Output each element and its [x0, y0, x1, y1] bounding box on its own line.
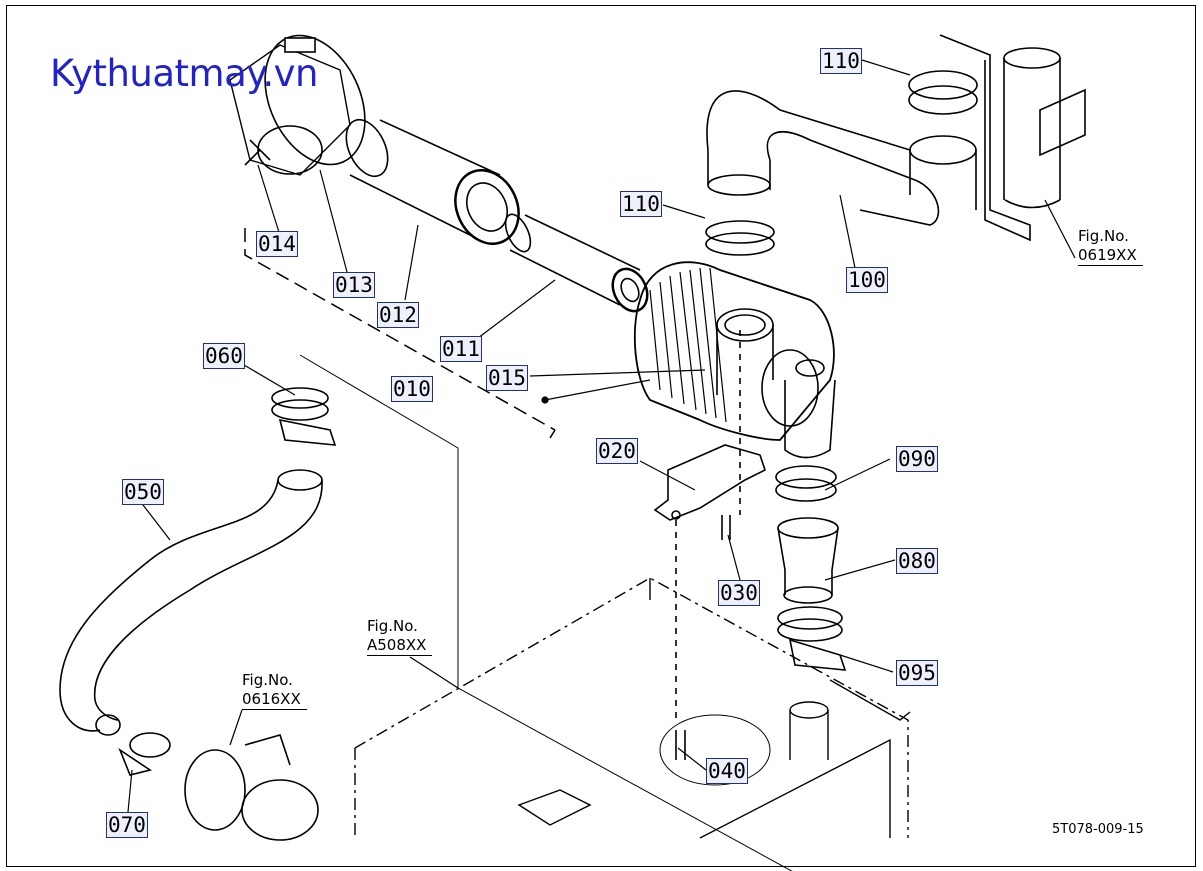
radiator-housing [299, 354, 911, 871]
part-label-014[interactable]: 014 [256, 231, 298, 257]
part-label-012[interactable]: 012 [377, 302, 419, 328]
figure-ref-a508xx[interactable]: Fig.No. A508XX [367, 617, 433, 656]
part-label-080[interactable]: 080 [896, 548, 938, 574]
outer-filter-element [345, 118, 520, 245]
part-label-060[interactable]: 060 [203, 343, 245, 369]
part-label-030[interactable]: 030 [718, 580, 760, 606]
figure-ref-0616xx[interactable]: Fig.No. 0616XX [242, 671, 307, 710]
air-cleaner-cover [229, 34, 366, 176]
pipe-bracket [939, 34, 1086, 242]
group-bracket-010 [244, 228, 556, 439]
engine-fragment [184, 734, 319, 841]
intake-pipe [705, 70, 978, 256]
radiator-hose [59, 469, 323, 736]
part-label-070[interactable]: 070 [106, 812, 148, 838]
figure-ref-number: 0616XX [242, 690, 307, 710]
part-label-090[interactable]: 090 [896, 446, 938, 472]
figure-ref-0619xx[interactable]: Fig.No. 0619XX [1078, 227, 1143, 266]
part-label-040[interactable]: 040 [706, 758, 748, 784]
part-label-110-lower[interactable]: 110 [620, 191, 662, 217]
part-label-050[interactable]: 050 [122, 479, 164, 505]
figure-ref-label: Fig.No. [1078, 227, 1129, 245]
drawing-code: 5T078-009-15 [1052, 822, 1144, 837]
part-label-010[interactable]: 010 [391, 376, 433, 402]
reducer-fitting [777, 517, 839, 604]
part-label-110-upper[interactable]: 110 [820, 48, 862, 74]
part-label-013[interactable]: 013 [333, 272, 375, 298]
part-label-015[interactable]: 015 [486, 365, 528, 391]
inner-filter-element [504, 213, 649, 313]
part-label-095[interactable]: 095 [896, 660, 938, 686]
part-label-011[interactable]: 011 [440, 336, 482, 362]
leader-lines [127, 59, 1076, 813]
site-watermark: Kythuatmay.vn [50, 52, 319, 95]
part-label-100[interactable]: 100 [846, 267, 888, 293]
part-label-020[interactable]: 020 [596, 438, 638, 464]
figure-ref-label: Fig.No. [367, 617, 418, 635]
air-cleaner-body [633, 261, 836, 459]
figure-ref-number: A508XX [367, 636, 433, 656]
hose-clamps [118, 387, 847, 776]
figure-ref-number: 0619XX [1078, 246, 1143, 266]
mounting-bracket [653, 330, 766, 760]
figure-ref-label: Fig.No. [242, 671, 293, 689]
drawing-frame [6, 5, 1196, 867]
